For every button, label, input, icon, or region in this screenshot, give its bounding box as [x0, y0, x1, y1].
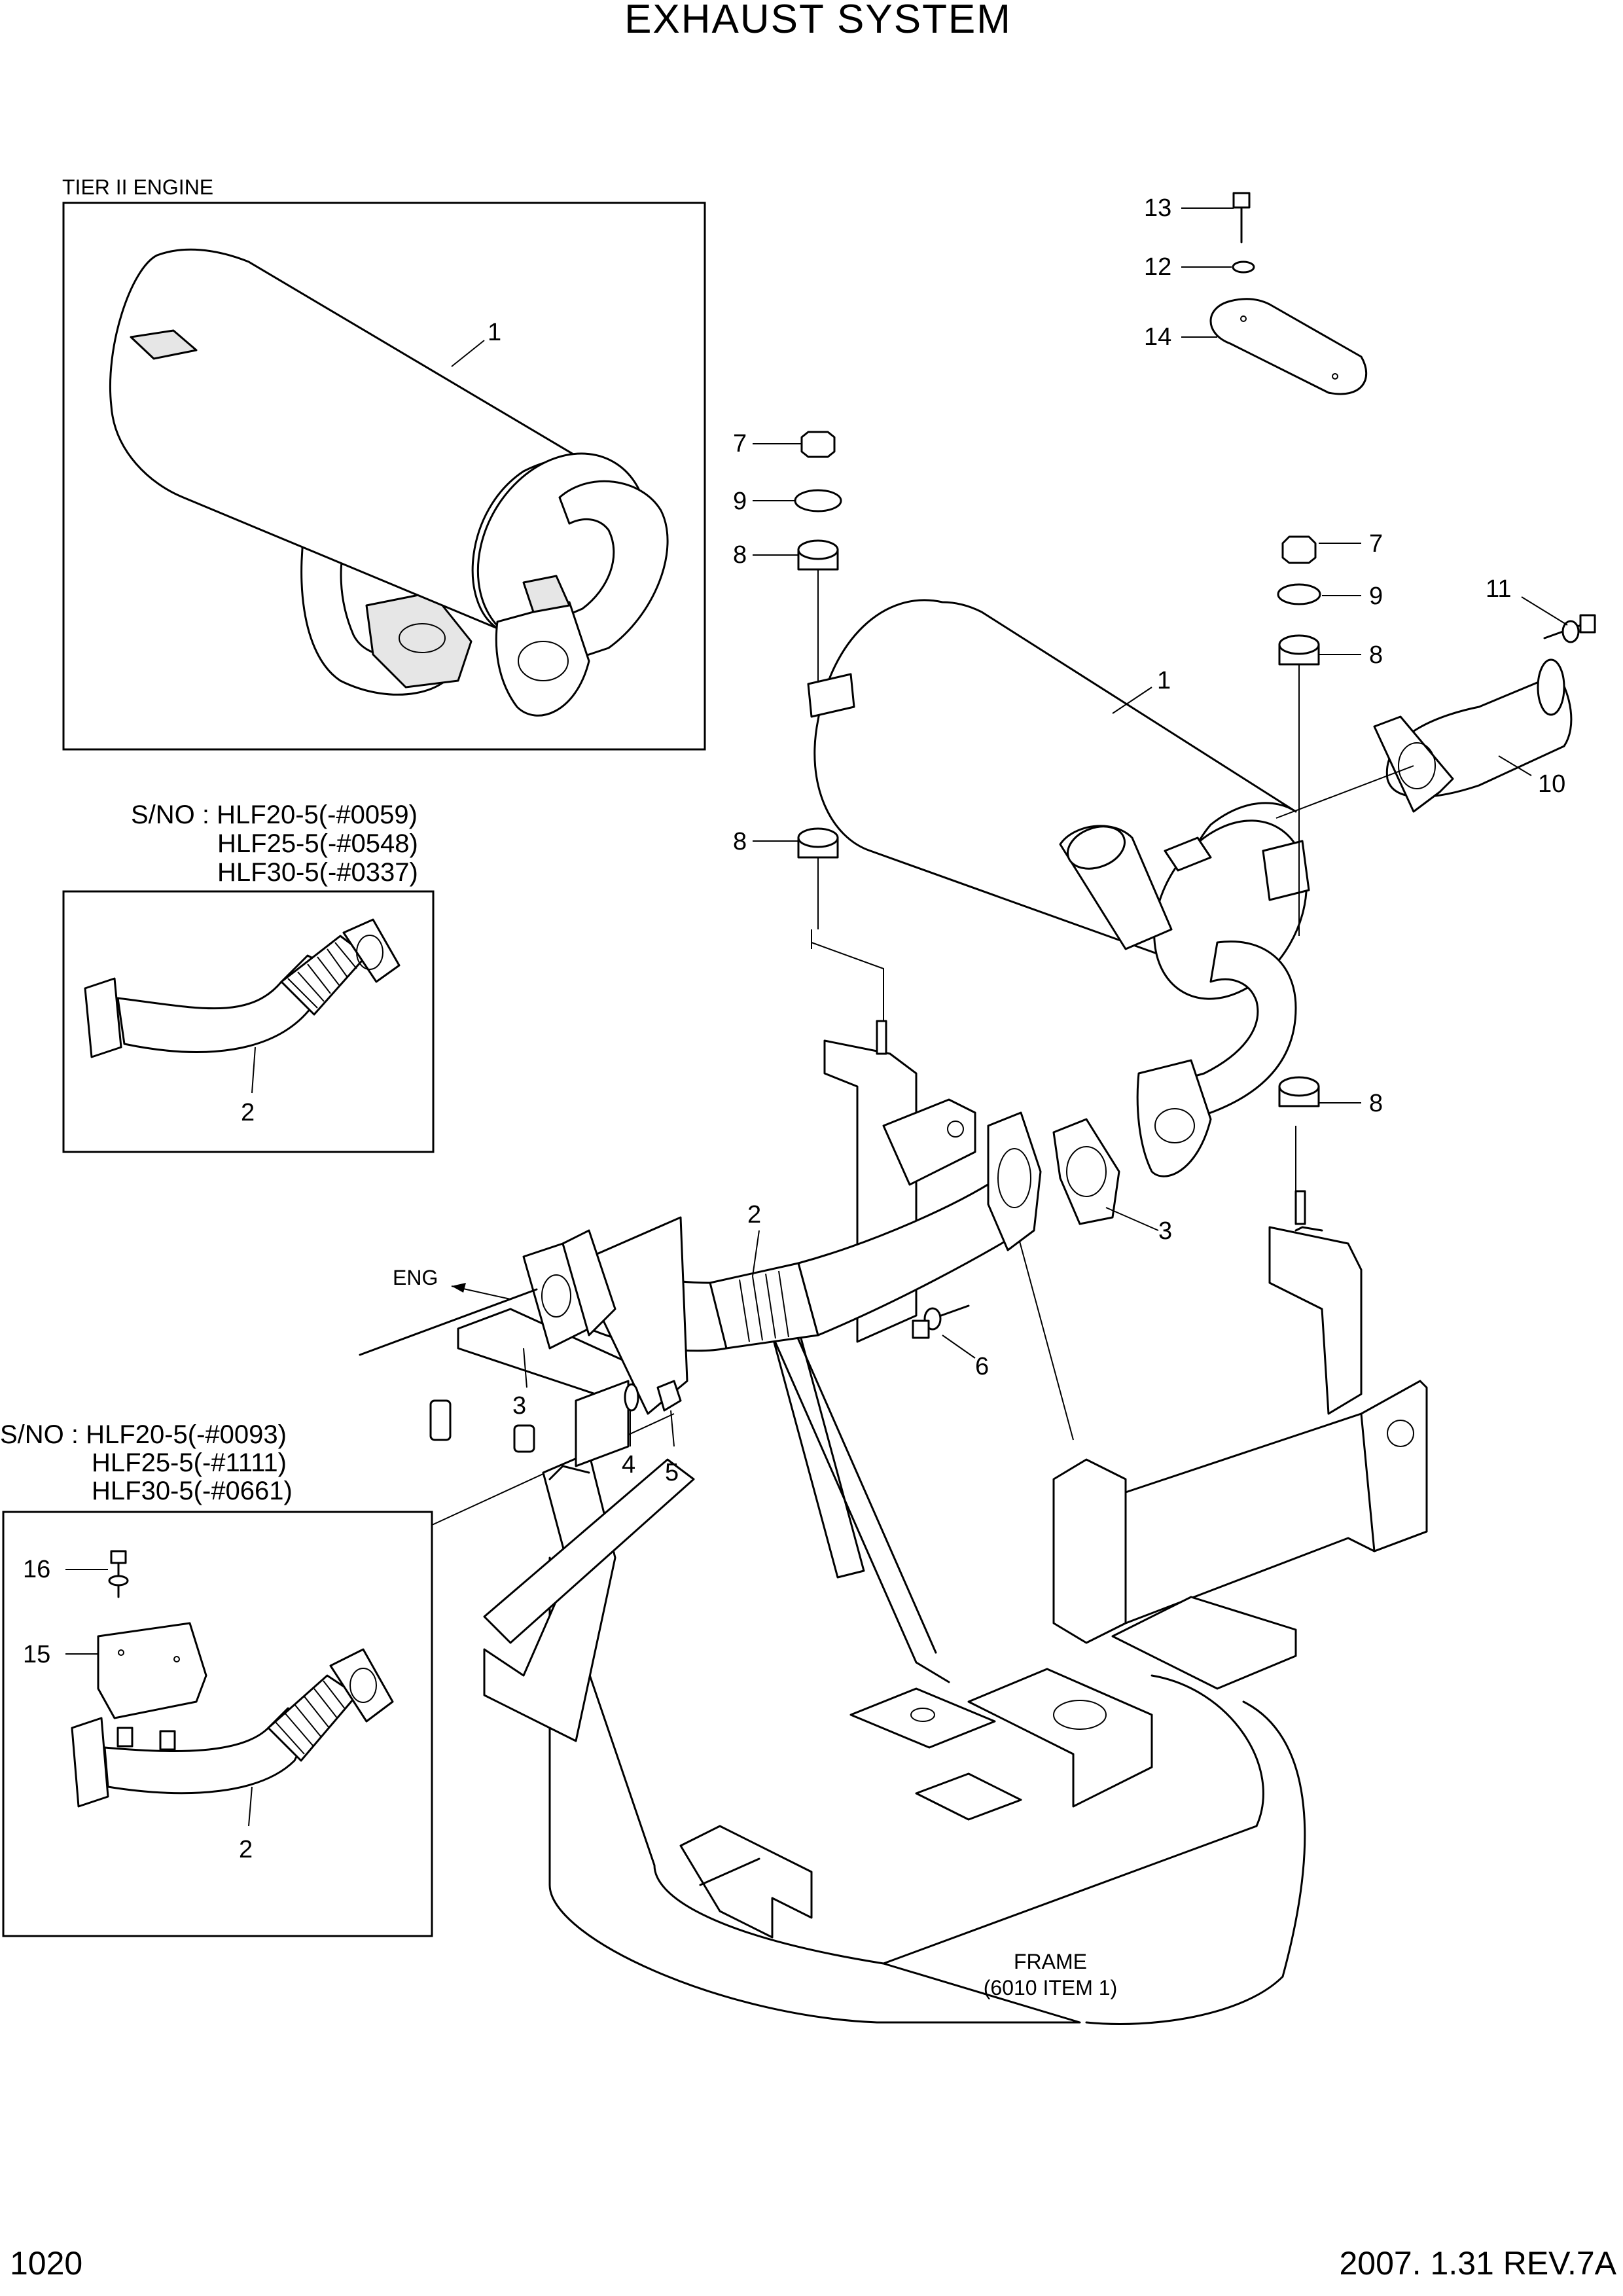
- callout-8-left-bottom: 8: [733, 828, 747, 855]
- callout-12: 12: [1144, 253, 1171, 281]
- eng-label: ENG: [393, 1266, 438, 1289]
- callout-10: 10: [1538, 770, 1565, 798]
- callout-8-right-bottom: 8: [1369, 1090, 1383, 1117]
- callout-1: 1: [1157, 667, 1171, 694]
- sno-a-pipe-drawing: [84, 918, 401, 1058]
- callout-2-inset-b: 2: [239, 1836, 253, 1863]
- callout-3: 3: [1158, 1217, 1172, 1245]
- callout-16: 16: [23, 1556, 50, 1583]
- callout-2-inset-a: 2: [241, 1099, 255, 1126]
- revision-label: 2007. 1.31 REV.7A: [1340, 2245, 1617, 2282]
- callout-15: 15: [23, 1641, 50, 1668]
- tier2-inset-label: TIER II ENGINE: [62, 175, 213, 199]
- callout-9-left: 9: [733, 488, 747, 515]
- callout-13: 13: [1144, 194, 1171, 222]
- tail-pipe-10-drawing: [1275, 614, 1596, 819]
- mount-stack-left: [794, 431, 842, 929]
- page-number: 1020: [10, 2245, 82, 2282]
- sno-b-line3: HLF30-5(-#0661): [92, 1477, 293, 1505]
- callout-2: 2: [747, 1201, 761, 1229]
- frame-label-line2: (6010 ITEM 1): [984, 1976, 1118, 2000]
- callout-7-right: 7: [1369, 530, 1383, 558]
- callout-11: 11: [1486, 575, 1511, 603]
- callout-5: 5: [665, 1459, 679, 1486]
- sno-b-line1: S/NO : HLF20-5(-#0093): [0, 1420, 287, 1449]
- frame-label-line1: FRAME: [1014, 1950, 1087, 1973]
- sno-b-inset-frame: [2, 1511, 433, 1937]
- bolt-6-drawing: [912, 1304, 970, 1339]
- callout-3b: 3: [512, 1392, 526, 1420]
- callout-6: 6: [975, 1353, 989, 1380]
- engine-bracket-drawing: [359, 1216, 688, 1467]
- sno-b-drawing: [71, 1550, 394, 1808]
- gasket-3-drawing: [1052, 1118, 1120, 1225]
- cover-plate-hardware: [1209, 192, 1368, 395]
- callout-7-left: 7: [733, 430, 747, 457]
- sno-a-line1: S/NO : HLF20-5(-#0059): [131, 800, 418, 829]
- frame-drawing: [483, 929, 1428, 2025]
- callout-8-right-top: 8: [1369, 641, 1383, 669]
- tier2-inset-frame: [62, 202, 706, 751]
- callout-14: 14: [1144, 323, 1171, 351]
- callout-9-right: 9: [1369, 583, 1383, 610]
- callout-8-left-top: 8: [733, 541, 747, 569]
- tier2-muffler-drawing: [109, 248, 669, 717]
- sno-b-line2: HLF25-5(-#1111): [92, 1448, 287, 1477]
- sno-a-inset-frame: [62, 890, 435, 1153]
- callout-1-inset: 1: [488, 319, 501, 346]
- sno-a-line2: HLF25-5(-#0548): [217, 829, 418, 858]
- mount-stack-right: [1277, 535, 1321, 1107]
- page-title: EXHAUST SYSTEM: [624, 0, 1012, 42]
- callout-4: 4: [622, 1451, 635, 1479]
- muffler-drawing: [807, 599, 1310, 1177]
- sno-a-line3: HLF30-5(-#0337): [217, 858, 418, 887]
